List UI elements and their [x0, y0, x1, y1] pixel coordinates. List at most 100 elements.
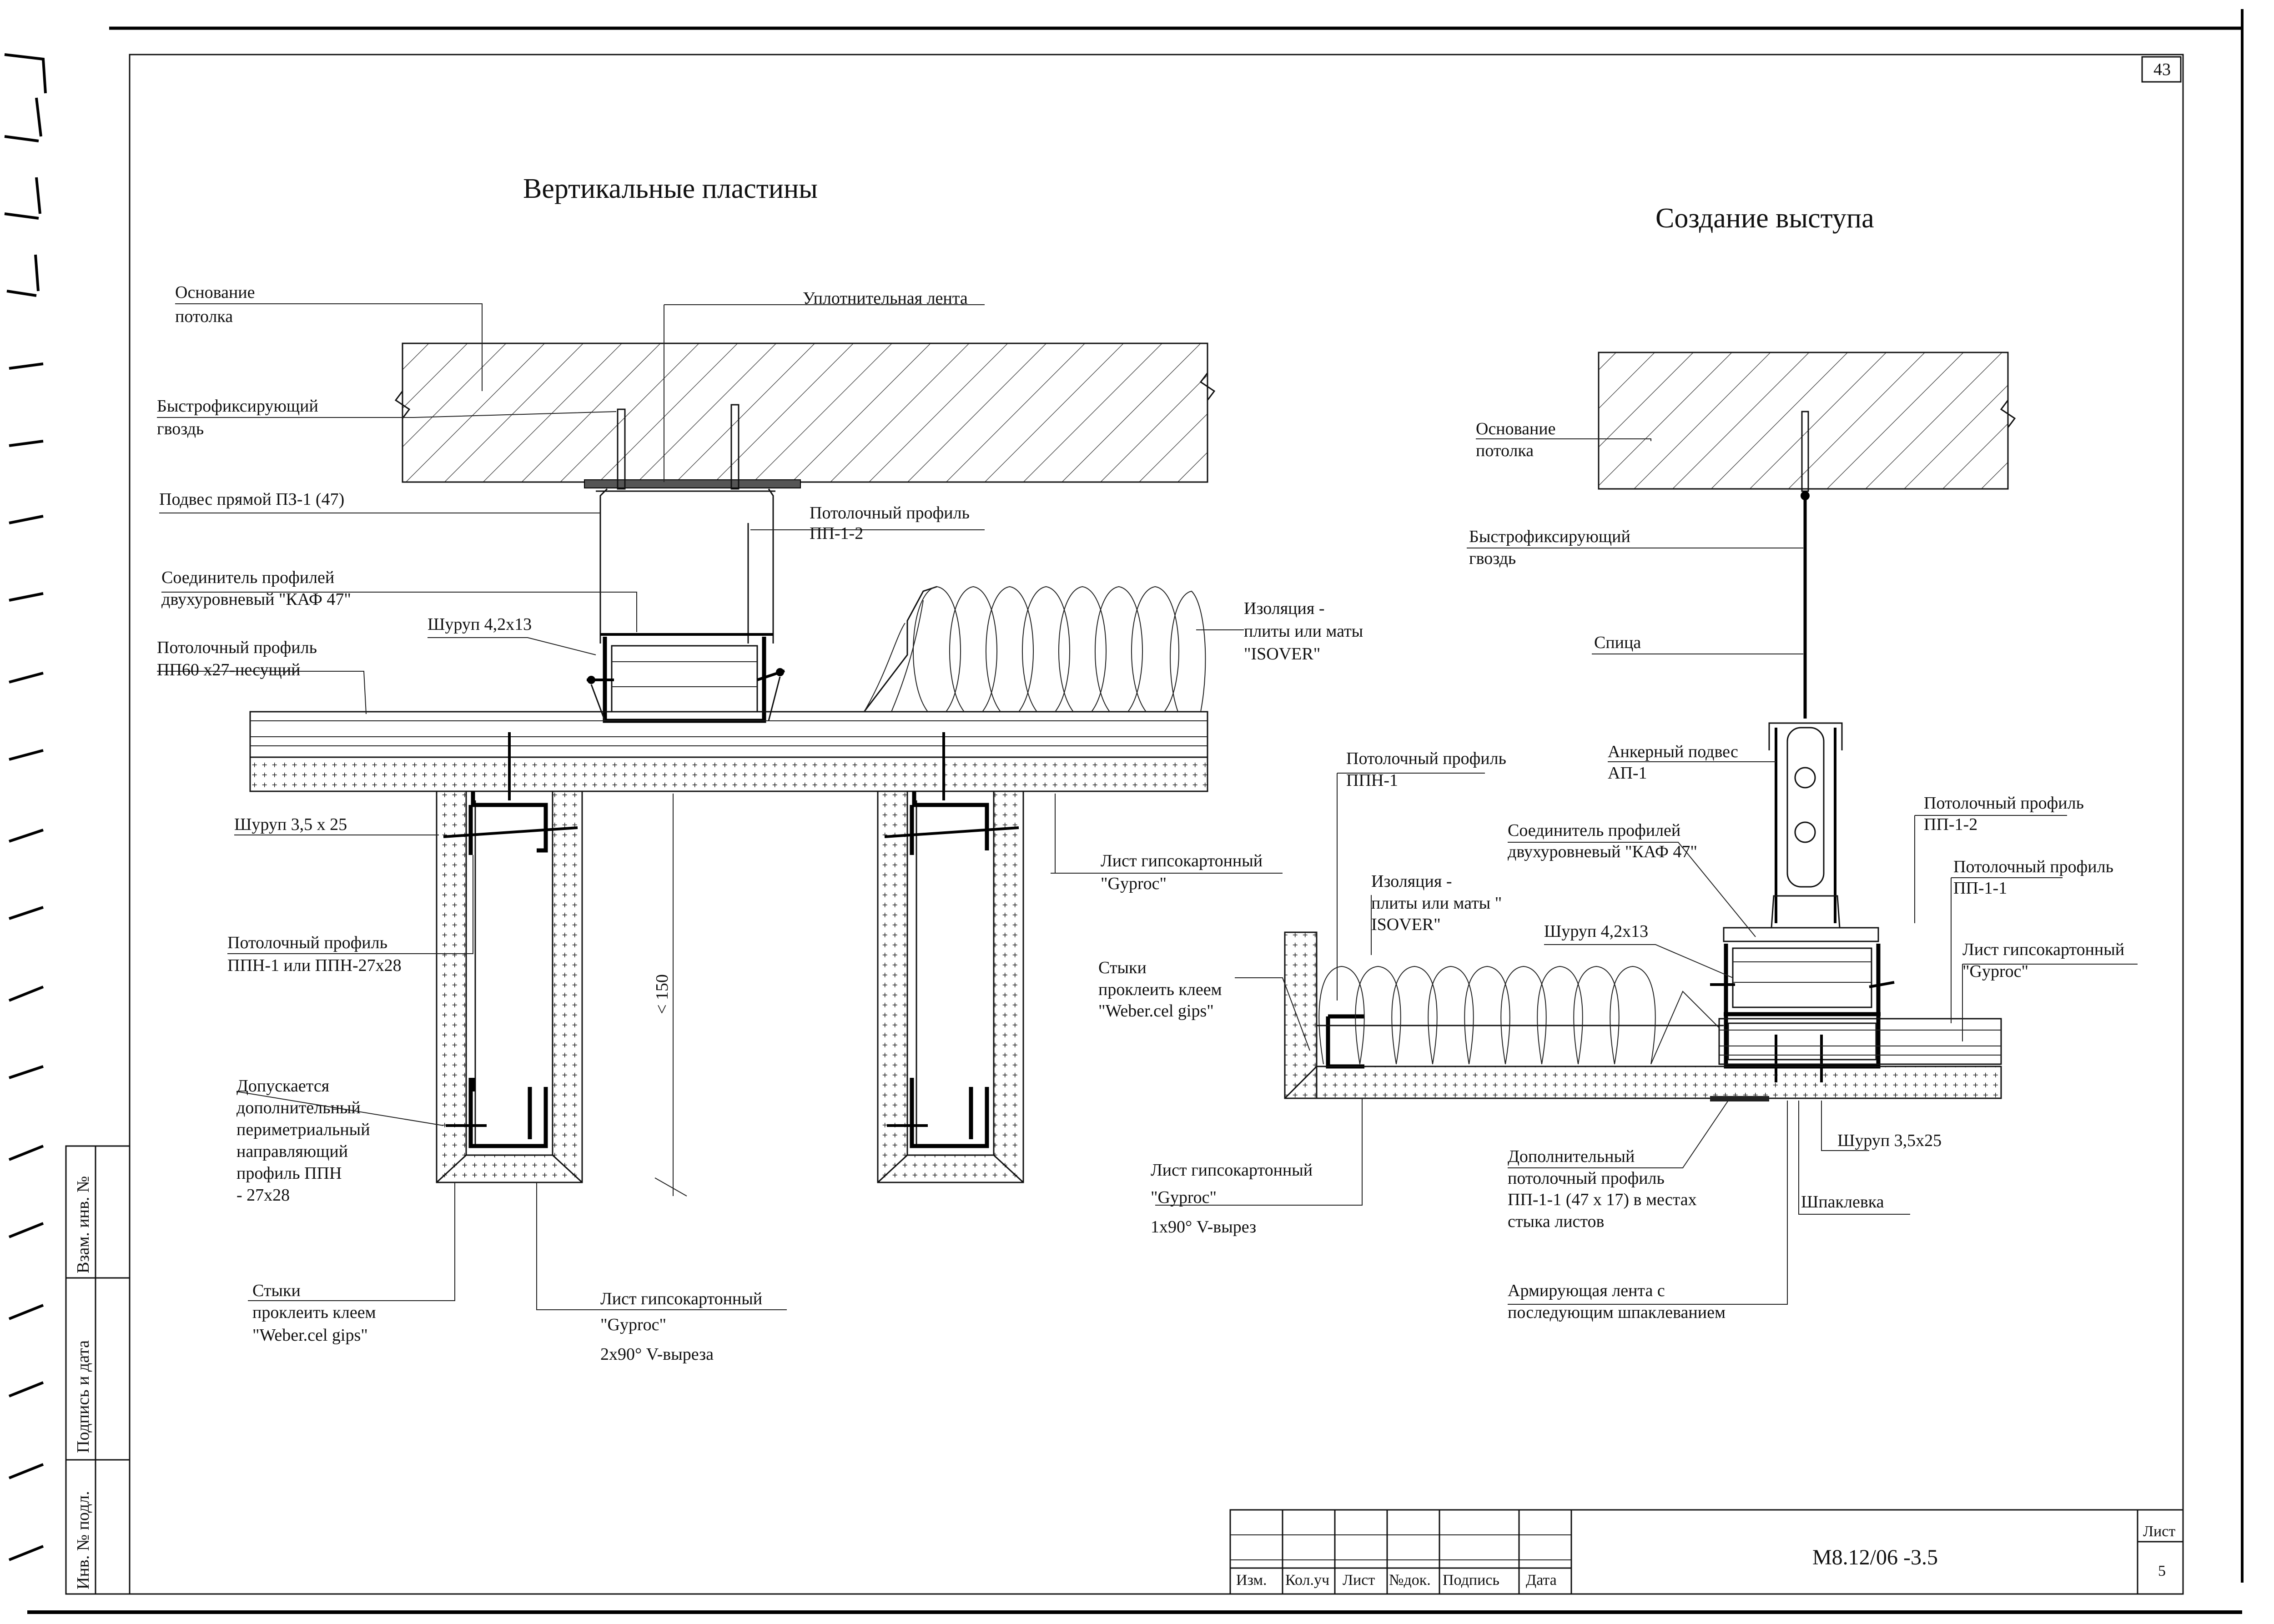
label-screw-35-right: Шуруп 3,5х25: [1837, 1131, 1942, 1150]
label-base-2-right: потолка: [1476, 441, 1534, 460]
label-base-1: Основание: [175, 283, 255, 302]
side-stamp: Взам. инв. № Подпись и дата Инв. № подл.: [65, 1145, 131, 1595]
label-tape-1-right: Армирующая лента с: [1508, 1281, 1665, 1300]
label-iso-3-right: ISOVER": [1371, 915, 1441, 934]
label-pp12-1: Потолочный профиль: [810, 503, 970, 523]
doc-code: М8.12/06 -3.5: [1812, 1545, 1938, 1569]
sealing-tape: [584, 479, 801, 488]
label-joint-3: "Weber.cel gips": [252, 1326, 368, 1345]
label-anchor-2: АП-1: [1608, 764, 1647, 783]
label-pp12-2: ПП-1-2: [810, 524, 863, 543]
gypsum-sheet: [249, 756, 1208, 792]
right-leaders: [1155, 438, 2138, 1305]
label-joint-2: проклеить клеем: [252, 1303, 376, 1322]
label-pp11-2: ПП-1-1: [1953, 879, 2007, 898]
label-add-3: ПП-1-1 (47 х 17) в местах: [1508, 1190, 1697, 1209]
label-add-1: Дополнительный: [1508, 1147, 1635, 1166]
label-allow-6: - 27х28: [236, 1186, 290, 1205]
list-number: 5: [2158, 1563, 2166, 1579]
label-gk-1: Лист гипсокартонный: [1962, 940, 2124, 959]
label-anchor-1: Анкерный подвес: [1608, 742, 1738, 761]
label-add-4: стыка листов: [1508, 1212, 1604, 1231]
label-allow-5: профиль ППН: [236, 1164, 342, 1183]
label-sheet-3-right: 1х90° V-вырез: [1151, 1217, 1256, 1237]
stamp-col-date: Дата: [1526, 1572, 1557, 1589]
label-tape-2-right: последующим шпаклеванием: [1508, 1303, 1726, 1322]
label-sheet-1-right: Лист гипсокартонный: [1151, 1161, 1313, 1180]
label-tape: Уплотнительная лента: [803, 289, 968, 308]
side-field-signature: Подпись и дата: [74, 1340, 93, 1453]
left-detail: Вертикальные пластины: [157, 173, 1363, 1364]
label-allow-4: направляющий: [236, 1142, 348, 1161]
label-pp11-1: Потолочный профиль: [1953, 857, 2113, 876]
label-allow-3: периметриальный: [236, 1120, 370, 1139]
gypsum-sheet-right: [1316, 1066, 2002, 1099]
binding-marks: [4, 53, 47, 1561]
label-ppn-1-right: Потолочный профиль: [1346, 749, 1506, 768]
list-label: Лист: [2143, 1523, 2175, 1540]
label-spoke: Спица: [1594, 633, 1641, 652]
label-joint-1-right: Стыки: [1098, 958, 1147, 977]
label-connector-1-right: Соединитель профилей: [1508, 821, 1680, 840]
label-ppn-1: Потолочный профиль: [227, 933, 387, 952]
left-title: Вертикальные пластины: [523, 173, 818, 204]
label-iso-1-right: Изоляция -: [1371, 872, 1452, 891]
label-connector-2: двухуровневый "КАФ 47": [161, 590, 351, 609]
label-joint-3-right: "Weber.cel gips": [1098, 1001, 1214, 1021]
label-pp12-1-right: Потолочный профиль: [1924, 794, 2084, 813]
label-sheet-b-2: "Gyproc": [600, 1315, 666, 1334]
label-screw-35: Шуруп 3,5 х 25: [234, 815, 347, 834]
label-nail-1: Быстрофиксирующий: [157, 397, 318, 416]
label-sheet-b-3: 2х90° V-выреза: [600, 1345, 714, 1364]
label-pp60-2: ПП60 х27-несущий: [157, 660, 301, 679]
label-iso-3: "ISOVER": [1244, 644, 1320, 664]
nail: [617, 408, 626, 490]
label-nail-2: гвоздь: [157, 419, 204, 438]
sheet-frame: 43: [27, 9, 2244, 1614]
ceiling-slab-right: [1598, 352, 2009, 490]
insulation-isover-right: [1318, 965, 1720, 1065]
anchor-hanger: [1786, 727, 1825, 888]
label-gk-2: "Gyproc": [1962, 962, 2028, 981]
label-nail-2-right: гвоздь: [1469, 549, 1516, 568]
label-connector-1: Соединитель профилей: [161, 568, 334, 587]
ceiling-profile-pp60: [249, 711, 1208, 758]
label-hanger: Подвес прямой ПЗ-1 (47): [159, 490, 344, 509]
label-allow-2: дополнительный: [236, 1098, 361, 1117]
label-add-2: потолочный профиль: [1508, 1169, 1665, 1188]
label-putty: Шпаклевка: [1801, 1192, 1884, 1212]
label-sheet-2: "Gyproc": [1101, 874, 1167, 893]
label-ppn-2-right: ППН-1: [1346, 771, 1398, 790]
stamp-col-izm: Изм.: [1236, 1572, 1267, 1589]
vertical-plate-right: [877, 790, 1024, 1183]
label-joint-1: Стыки: [252, 1281, 301, 1300]
side-field-inventory: Инв. № подл.: [74, 1491, 93, 1589]
left-leaders: [157, 303, 1283, 1310]
label-connector-2-right: двухуровневый "КАФ 47": [1508, 842, 1697, 861]
ceiling-slab: [402, 342, 1208, 483]
label-sheet-b-1: Лист гипсокартонный: [600, 1289, 762, 1308]
side-field-replace: Взам. инв. №: [74, 1176, 93, 1273]
stamp-col-kol: Кол.уч: [1285, 1572, 1329, 1589]
label-pp60-1: Потолочный профиль: [157, 638, 317, 657]
label-nail-1-right: Быстрофиксирующий: [1469, 527, 1630, 546]
label-iso-2-right: плиты или маты ": [1371, 894, 1502, 913]
label-joint-2-right: проклеить клеем: [1098, 980, 1222, 999]
stamp-col-doc: №док.: [1389, 1572, 1431, 1589]
stamp-col-list: Лист: [1343, 1572, 1375, 1589]
right-detail: Создание выступа: [1098, 203, 2138, 1322]
title-block: Изм. Кол.уч Лист №док. Подпись Дата М8.1…: [1229, 1509, 2184, 1595]
label-base-2: потолка: [175, 307, 233, 326]
label-base-1-right: Основание: [1476, 419, 1556, 438]
label-iso-1: Изоляция -: [1244, 599, 1324, 618]
dimension-150: < 150: [653, 974, 672, 1014]
label-screw-42: Шуруп 4,2х13: [428, 615, 532, 634]
label-sheet-2-right: "Gyproc": [1151, 1188, 1217, 1207]
page-number: 43: [2153, 60, 2171, 79]
vertical-plate-left: [436, 790, 583, 1183]
label-pp12-2-right: ПП-1-2: [1924, 815, 1977, 834]
label-screw-42-right: Шуруп 4,2х13: [1544, 922, 1648, 941]
right-title: Создание выступа: [1655, 203, 1874, 234]
label-ppn-2: ППН-1 или ППН-27х28: [227, 956, 402, 975]
